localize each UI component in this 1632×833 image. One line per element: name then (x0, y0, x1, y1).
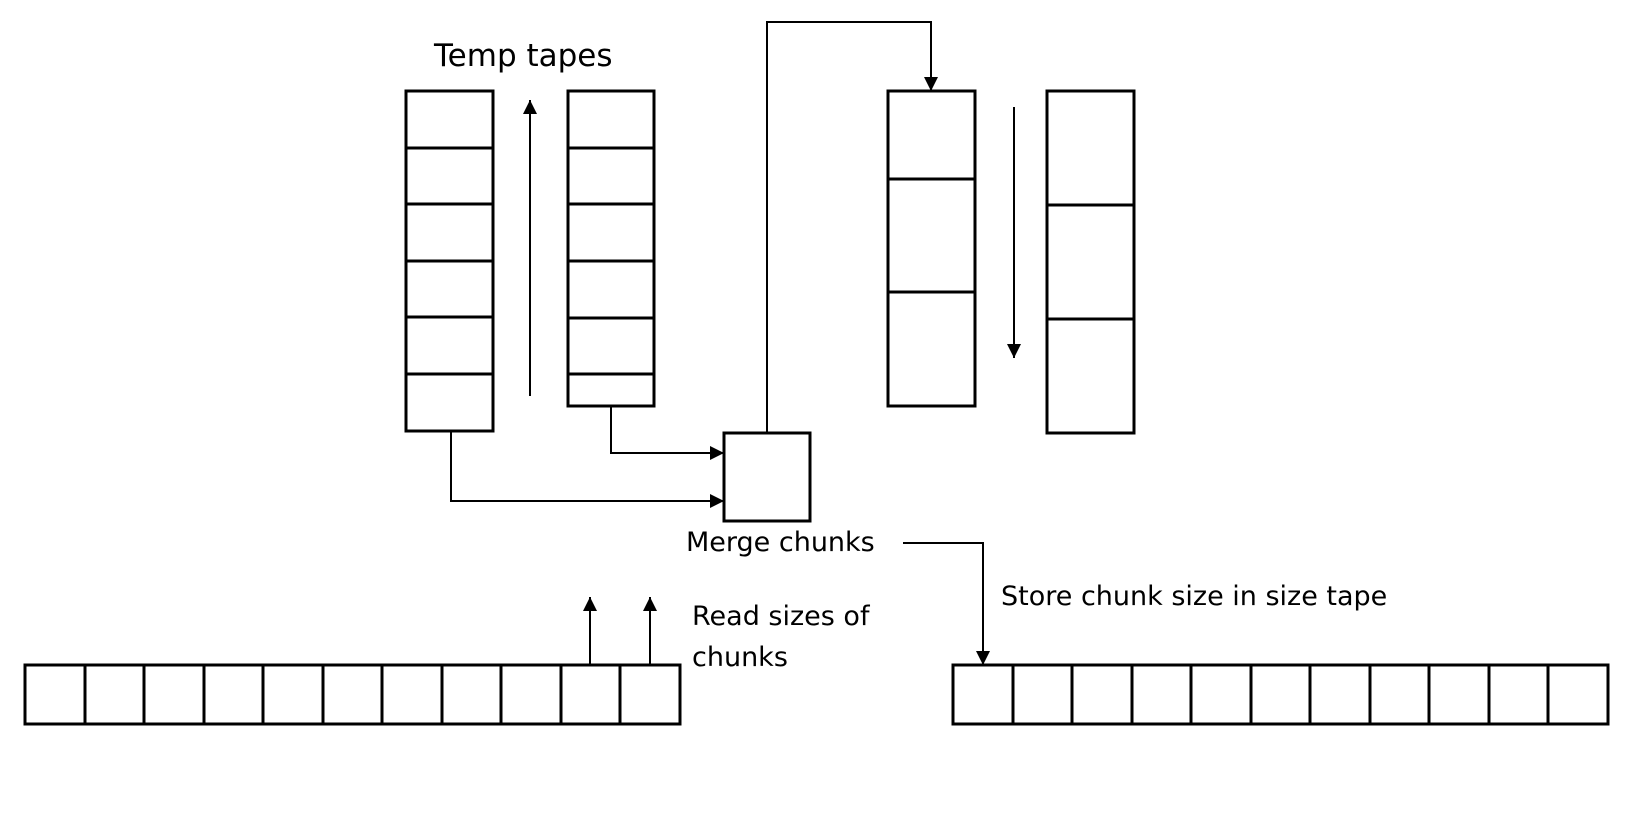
store-size-arrow (903, 542, 990, 665)
merge-chunks-label: Merge chunks (686, 527, 875, 558)
output-tape-2 (1045, 89, 1136, 435)
read-sizes-label-line1: Read sizes of (692, 601, 871, 632)
output-size-tape (951, 663, 1610, 726)
store-size-label: Store chunk size in size tape (1001, 581, 1387, 612)
tape2-to-merge-arrow (610, 406, 724, 460)
output-tape-1 (886, 89, 977, 408)
temp-tape-2 (566, 89, 656, 408)
tape1-to-merge-arrow (450, 431, 724, 508)
read-sizes-label-line2: chunks (692, 642, 788, 673)
merge-box (722, 431, 812, 523)
temp-tape-1 (404, 89, 495, 433)
temp-tapes-title: Temp tapes (433, 38, 613, 74)
merge-to-output-arrow (766, 21, 938, 433)
input-size-tape (23, 663, 682, 726)
